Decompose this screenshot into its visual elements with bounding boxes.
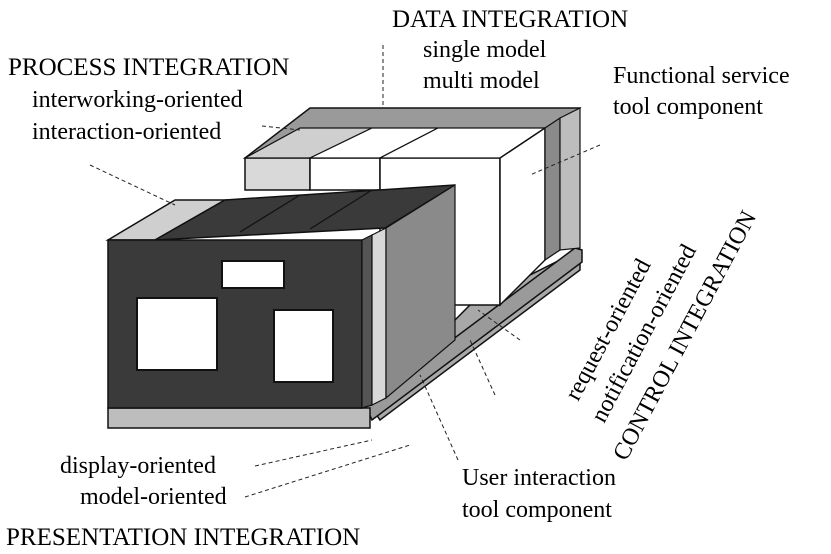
user-interaction-line2: tool component [462,497,612,523]
back-box [242,107,582,307]
front-box-side-gray [385,183,456,400]
presentation-integration-title: PRESENTATION INTEGRATION [6,524,360,551]
leader-functional-service [529,144,601,176]
front-box [105,183,456,409]
window-small [221,260,285,289]
process-integration-interaction: interaction-oriented [32,119,221,145]
tray-front-base [107,407,371,429]
back-box-side-slab-2 [559,107,581,251]
back-box-front-left-slab [244,157,311,191]
data-integration-single-model: single model [423,37,547,63]
process-integration-interworking: interworking-oriented [32,87,243,113]
process-integration-title: PROCESS INTEGRATION [8,54,289,81]
tray-right-rim [364,247,583,422]
back-box-white-block-1 [309,157,381,191]
leader-display-oriented [254,439,373,467]
leader-process-interaction [89,164,176,206]
user-interaction-line1: User interaction [462,465,616,491]
data-integration-title: DATA INTEGRATION [392,6,628,33]
window-right [273,309,334,383]
leader-user-interaction [419,374,459,461]
functional-service-line1: Functional service [613,63,790,89]
front-box-side-dark [361,234,373,409]
base-tray [107,247,583,429]
functional-service-line2: tool component [613,94,763,120]
leader-control-notification [469,339,496,396]
back-box-side-slab-1 [544,116,561,262]
data-integration-multi-model: multi model [423,68,540,94]
leader-process-integration [261,125,301,131]
presentation-model-oriented: model-oriented [80,484,227,510]
front-box-side-light [371,227,387,406]
window-left [136,297,218,371]
leader-control-request [477,309,521,341]
leader-lines [89,45,601,498]
presentation-display-oriented: display-oriented [60,453,216,479]
leader-model-oriented [244,444,411,498]
